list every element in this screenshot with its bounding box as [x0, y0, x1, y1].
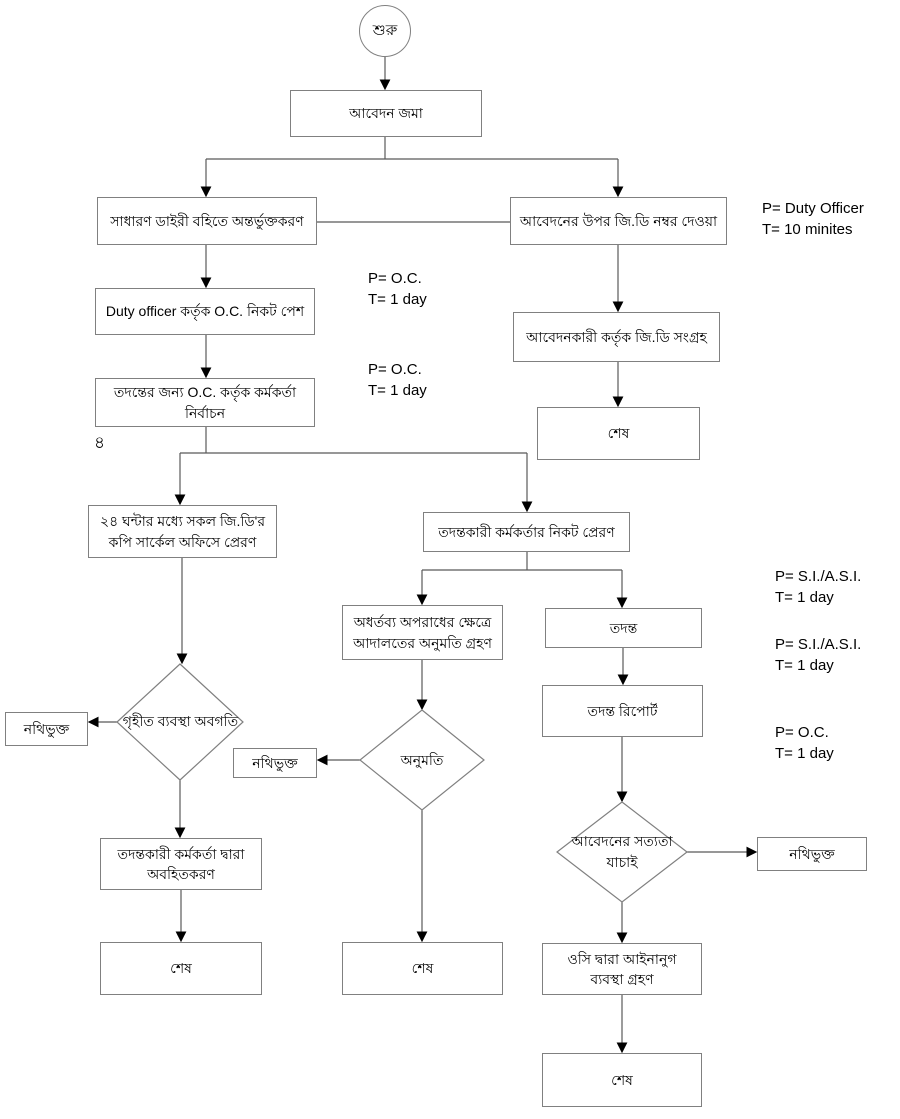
flow-box-send-investigating-officer: তদন্তকারী কর্মকর্তার নিকট প্রেরণ: [423, 512, 630, 552]
connector-lines: [87, 57, 758, 1054]
flow-box-diary-entry: সাধারণ ডাইরী বহিতে অন্তর্ভুক্তকরণ: [97, 197, 317, 245]
page-number: ৪: [94, 433, 106, 452]
flow-box-copy-circle-office: ২৪ ঘন্টার মধ্যে সকল জি.ডি'র কপি সার্কেল …: [88, 505, 277, 558]
annotation-si-send-time: T= 1 day: [775, 589, 834, 606]
flow-box-investigation: তদন্ত: [545, 608, 702, 648]
annotation-si-send: P= S.I./A.S.I. T= 1 day: [775, 566, 861, 608]
annotation-si-send-person: P= S.I./A.S.I.: [775, 568, 862, 585]
annotation-oc-select: P= O.C. T= 1 day: [368, 359, 427, 401]
flow-box-investigation-report: তদন্ত রিপোর্ট: [542, 685, 703, 737]
annotation-duty-officer-time: T= 10 minites: [762, 221, 853, 238]
decision-shapes: [116, 663, 688, 903]
decision-action-info-label: গৃহীত ব্যবস্থা অবগতি: [122, 712, 239, 729]
flow-box-end-bottom: শেষ: [542, 1053, 702, 1107]
flow-box-filed-right: নথিভুক্ত: [757, 837, 867, 871]
annotation-oc-report: P= O.C. T= 1 day: [775, 722, 834, 764]
annotation-oc-present: P= O.C. T= 1 day: [368, 268, 427, 310]
flow-box-filed-left: নথিভুক্ত: [5, 712, 88, 746]
flow-box-end-right-top: শেষ: [537, 407, 700, 460]
flow-box-end-left: শেষ: [100, 942, 262, 995]
flow-box-applicant-collect: আবেদনকারী কর্তৃক জি.ডি সংগ্রহ: [513, 312, 720, 362]
decision-action-info-diamond: [116, 663, 244, 781]
flow-box-application-submit: আবেদন জমা: [290, 90, 482, 137]
annotation-oc-report-person: P= O.C.: [775, 724, 829, 741]
decision-verify-diamond: [556, 801, 688, 903]
annotation-oc-select-person: P= O.C.: [368, 361, 422, 378]
flow-box-io-inform: তদন্তকারী কর্মকর্তা দ্বারা অবহিতকরণ: [100, 838, 262, 890]
annotation-oc-present-time: T= 1 day: [368, 291, 427, 308]
annotation-duty-officer-person: P= Duty Officer: [762, 200, 864, 217]
annotation-oc-report-time: T= 1 day: [775, 745, 834, 762]
flow-box-end-middle: শেষ: [342, 942, 503, 995]
flow-box-oc-legal-action: ওসি দ্বারা আইনানুগ ব্যবস্থা গ্রহণ: [542, 943, 702, 995]
annotation-si-invest-person: P= S.I./A.S.I.: [775, 636, 862, 653]
start-terminator: শুরু: [359, 5, 411, 57]
flow-box-duty-officer-oc: Duty officer কর্তৃক O.C. নিকট পেশ: [95, 288, 315, 335]
flow-box-gd-number: আবেদনের উপর জি.ডি নম্বর দেওয়া: [510, 197, 727, 245]
decision-verify-label: আবেদনের সত্যতা যাচাই: [571, 833, 673, 870]
decision-permission-label: অনুমতি: [400, 751, 444, 768]
flow-box-court-permission: অধর্তব্য অপরাধের ক্ষেত্রে আদালতের অনুমতি…: [342, 605, 503, 660]
annotation-oc-select-time: T= 1 day: [368, 382, 427, 399]
flow-box-filed-middle: নথিভুক্ত: [233, 748, 317, 778]
decision-permission-diamond: [359, 709, 485, 811]
annotation-si-invest: P= S.I./A.S.I. T= 1 day: [775, 634, 861, 676]
annotation-duty-officer: P= Duty Officer T= 10 minites: [762, 198, 864, 240]
flow-box-officer-selection: তদন্তের জন্য O.C. কর্তৃক কর্মকর্তা নির্ব…: [95, 378, 315, 427]
annotation-oc-present-person: P= O.C.: [368, 270, 422, 287]
annotation-si-invest-time: T= 1 day: [775, 657, 834, 674]
